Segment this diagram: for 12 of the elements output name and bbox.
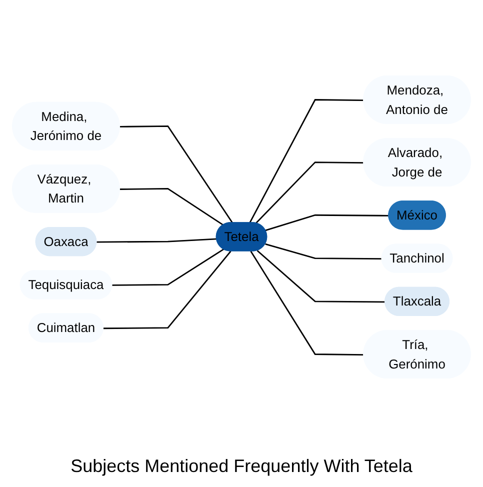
- connector: [248, 99, 364, 224]
- connector: [250, 250, 364, 356]
- connector: [120, 188, 224, 226]
- connector: [120, 125, 234, 224]
- connector: [96, 238, 218, 243]
- connector: [265, 214, 390, 232]
- connector: [103, 250, 232, 330]
- diagram-title: Subjects Mentioned Frequently With Tetela: [70, 456, 412, 476]
- connector: [255, 162, 364, 224]
- connector: [112, 248, 224, 286]
- connector: [265, 243, 382, 260]
- connector: [256, 250, 386, 303]
